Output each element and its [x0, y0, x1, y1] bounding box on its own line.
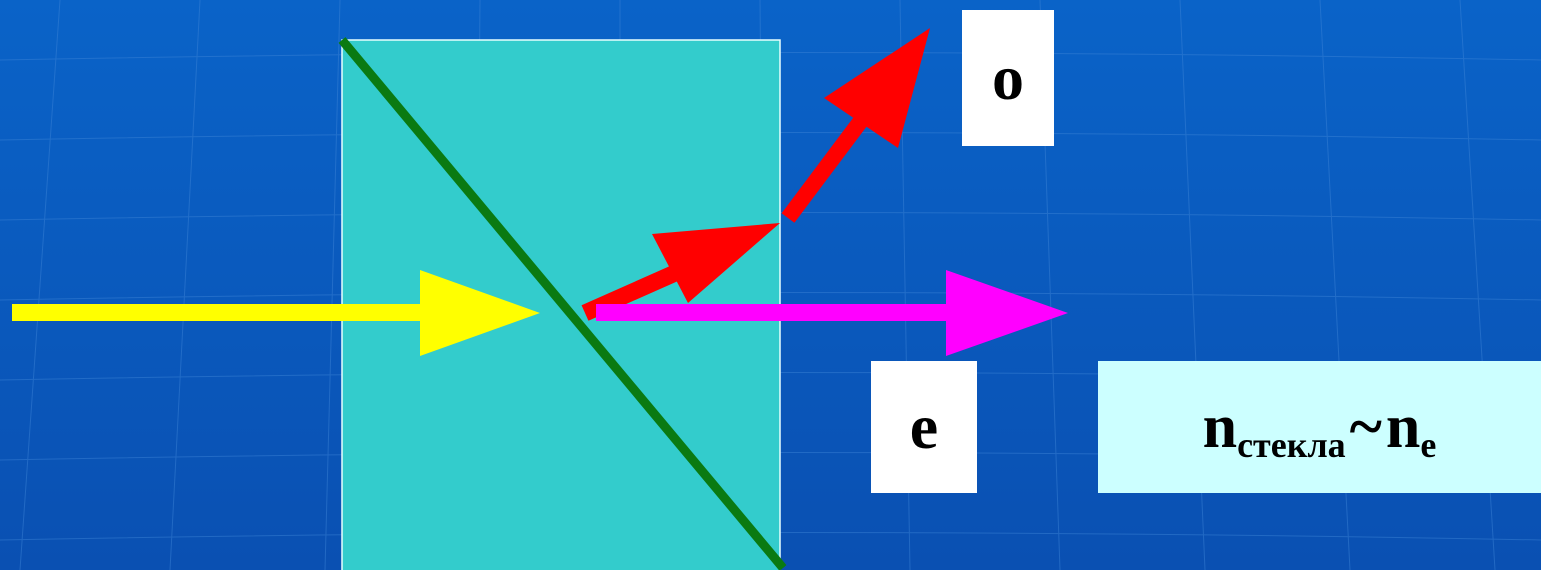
e-ray-arrow — [596, 270, 1068, 356]
formula-relation: ~ — [1349, 393, 1382, 461]
e-ray-label-box: e — [871, 361, 977, 493]
o-ray-label: o — [992, 42, 1024, 113]
e-ray-label: e — [909, 391, 939, 462]
formula-subscript-e: e — [1420, 425, 1437, 465]
prism-interface-line — [338, 37, 787, 570]
formula-subscript-glass: стекла — [1237, 425, 1346, 465]
incident-ray-arrow — [12, 270, 540, 356]
o-ray-label-box: o — [962, 10, 1054, 146]
formula-n-e: n — [1385, 393, 1421, 461]
formula-n-glass: n — [1202, 393, 1238, 461]
o-ray-exit-arrow — [781, 28, 930, 223]
